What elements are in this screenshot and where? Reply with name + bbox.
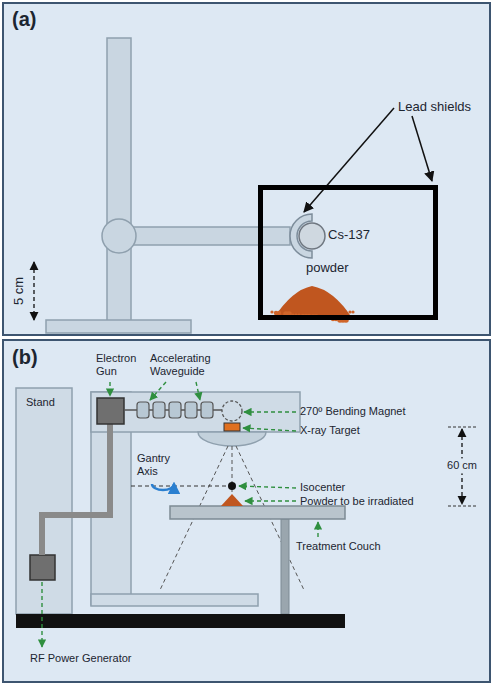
powder-pile [274,286,352,318]
bending-magnet [222,401,242,421]
electron-gun [97,398,124,424]
gantry-body [91,392,300,606]
part-label: Isocenter [300,481,345,494]
rf-generator [30,555,55,580]
part-label: Powder to be irradiated [300,495,414,508]
dimension-arrow [33,262,34,320]
dimension-arrow [34,262,35,320]
panel-frame: (a) Cs-137 powder [2,2,491,336]
waveguide-feed [42,424,110,555]
panel-letter: (b) [12,346,38,369]
accelerating-waveguide [201,402,213,418]
accelerating-waveguide [124,402,222,418]
part-label: X-ray Target [300,424,360,437]
accelerating-waveguide [137,402,149,418]
powder-sample [221,494,243,506]
leader-arrow [109,382,110,396]
dimension-label: 5 cm [11,277,27,305]
powder-pile [270,310,273,313]
dimension-label: 60 cm [445,458,479,473]
part-label: Stand [26,396,55,409]
treatment-couch [281,519,289,614]
floor [16,614,345,628]
leader-arrow [304,108,394,212]
gantry-body [91,594,258,606]
gantry-axis-line [131,486,228,487]
part-label: powder [306,261,349,276]
powder-sample [221,494,243,506]
leader-arrow [304,108,432,212]
leader-arrow [150,382,166,400]
dimension-arrow [448,427,476,428]
gantry-body [91,392,300,432]
stand-box: Stand [16,388,72,614]
leader-arrow [244,411,296,412]
gantry-body [198,432,266,446]
isocenter-dot [228,482,236,490]
dimension-arrow [448,506,476,507]
waveguide-feed [42,424,110,555]
floor [16,614,345,628]
panel-ground [2,2,491,336]
part-label: RF Power Generator [30,652,131,665]
leader-arrow [412,116,432,181]
powder-pile [274,311,278,315]
xray-target [224,423,240,431]
stand-body [16,388,72,614]
cs-source [299,223,325,249]
leader-arrow [317,522,318,537]
accelerating-waveguide [153,402,165,418]
leader-arrow [245,500,296,501]
isocenter-dot [228,482,236,490]
leader-arrow [243,428,296,431]
leader-arrow [196,382,200,400]
accelerating-waveguide [185,402,197,418]
cs-source [299,223,325,249]
panel-letter: (a) [12,8,36,31]
part-label: Gantry Axis [137,452,181,478]
part-label: Electron Gun [96,352,148,378]
source-stand [118,227,290,245]
lead-shield-box: Cs-137 powder [258,185,438,320]
leader-arrow [239,486,296,488]
powder-pile [348,310,351,313]
treatment-couch [170,506,345,519]
treatment-couch [170,506,345,614]
gantry-axis-line [131,484,228,490]
part-label: Lead shields [398,99,471,115]
part-label: Treatment Couch [296,540,381,553]
leader-arrow [41,582,42,647]
stand-body [16,388,72,614]
panel-ground [2,339,491,683]
accelerating-waveguide [169,402,181,418]
gantry-axis-line [152,484,174,490]
electron-gun [97,398,124,424]
part-label: Cs-137 [328,228,370,243]
source-stand [102,219,136,253]
source-stand [107,38,131,322]
source-stand [46,320,191,333]
part-label: 270º Bending Magnet [300,405,406,418]
leader-arrow [42,382,318,647]
powder-pile [351,310,354,313]
source-stand [46,38,290,333]
bending-magnet [222,401,242,421]
rf-generator [30,555,55,580]
xray-target [224,423,240,431]
panel-frame: (b) Stand [2,339,491,683]
part-label: Accelerating Waveguide [150,352,230,378]
